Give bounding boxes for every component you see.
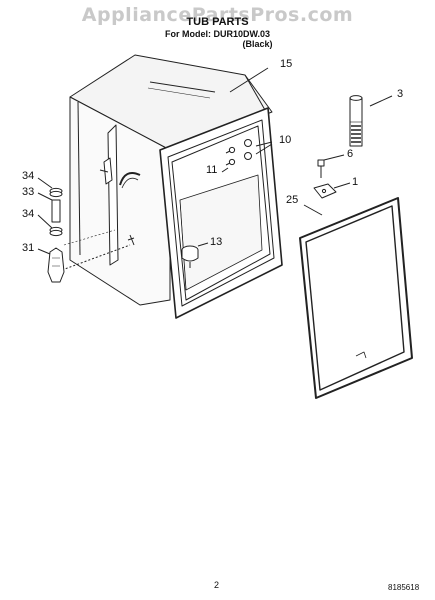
callout-34-bottom: 34	[22, 208, 35, 220]
part-11-screw	[228, 146, 236, 154]
part-1-latch	[313, 183, 337, 199]
callout-6: 6	[347, 148, 354, 160]
part-10-screw	[244, 139, 252, 147]
callout-34-top: 34	[22, 170, 35, 182]
part-6-screw	[317, 159, 325, 178]
part-31-drain	[47, 247, 65, 283]
part-33-tube	[51, 199, 61, 223]
callout-11: 11	[206, 164, 218, 176]
document-number: 8185618	[388, 583, 420, 592]
color-line: (Black)	[242, 39, 273, 49]
callout-3: 3	[397, 88, 404, 100]
callout-10: 10	[279, 134, 292, 146]
callout-15: 15	[280, 58, 293, 70]
part-25-gasket	[299, 197, 413, 399]
tub-left-side	[69, 96, 171, 306]
diagram-title: TUB PARTS	[186, 16, 249, 28]
callout-31: 31	[22, 242, 35, 254]
page-number: 2	[214, 580, 220, 590]
callout-13: 13	[210, 236, 223, 248]
model-line: For Model: DUR10DW.03	[164, 29, 270, 39]
callout-33: 33	[22, 186, 35, 198]
callout-25: 25	[286, 194, 299, 206]
callout-1: 1	[352, 176, 359, 188]
watermark: AppliancePartsPros.com	[81, 4, 354, 26]
